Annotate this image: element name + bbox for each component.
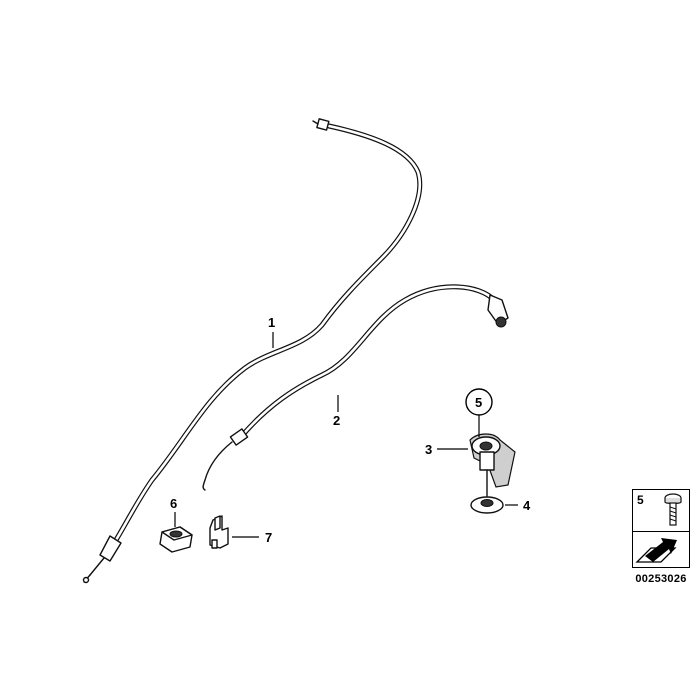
callout-label-2: 2 [333, 413, 340, 428]
callout-label-1: 1 [268, 315, 275, 330]
callout-label-7: 7 [265, 530, 272, 545]
cable-1 [82, 118, 423, 584]
cable-clip [209, 515, 229, 549]
callout-label-5: 5 [475, 395, 482, 410]
document-number: 00253026 [635, 573, 687, 585]
arrow-icon [635, 538, 677, 563]
bolt-icon [664, 493, 682, 526]
legend-divider [633, 531, 689, 532]
callout-label-4: 4 [523, 498, 531, 513]
legend-box: 5 [632, 489, 690, 568]
callout-label-6: 6 [170, 496, 177, 511]
bracket-assembly [469, 433, 516, 514]
callout-5-circle [465, 388, 493, 416]
cable-2 [202, 284, 509, 491]
callout-label-3: 3 [425, 442, 432, 457]
hex-nut [159, 526, 193, 553]
legend-number: 5 [637, 493, 644, 507]
